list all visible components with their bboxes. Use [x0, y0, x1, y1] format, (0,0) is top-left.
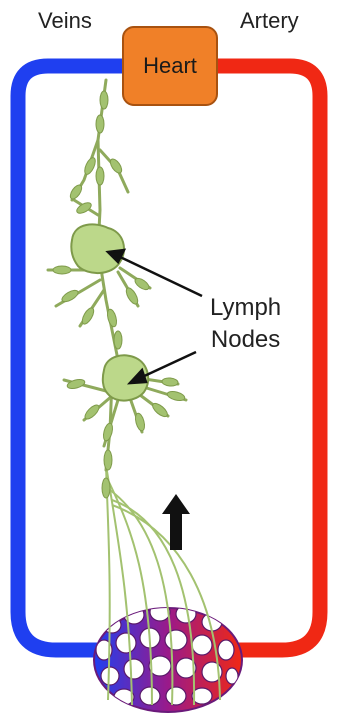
- veins-label: Veins: [38, 8, 92, 34]
- heart-box: Heart: [122, 26, 218, 106]
- heart-label: Heart: [143, 53, 197, 79]
- lymph-node-upper: [71, 224, 124, 273]
- lymph-nodes-label: Lymph Nodes: [210, 292, 281, 356]
- artery-label: Artery: [240, 8, 299, 34]
- lymph-nodes-label-line1: Lymph: [210, 292, 281, 324]
- lymph-nodes-label-line2: Nodes: [210, 324, 281, 356]
- lymph-valves: [53, 91, 186, 498]
- artery-vessel: [212, 66, 320, 650]
